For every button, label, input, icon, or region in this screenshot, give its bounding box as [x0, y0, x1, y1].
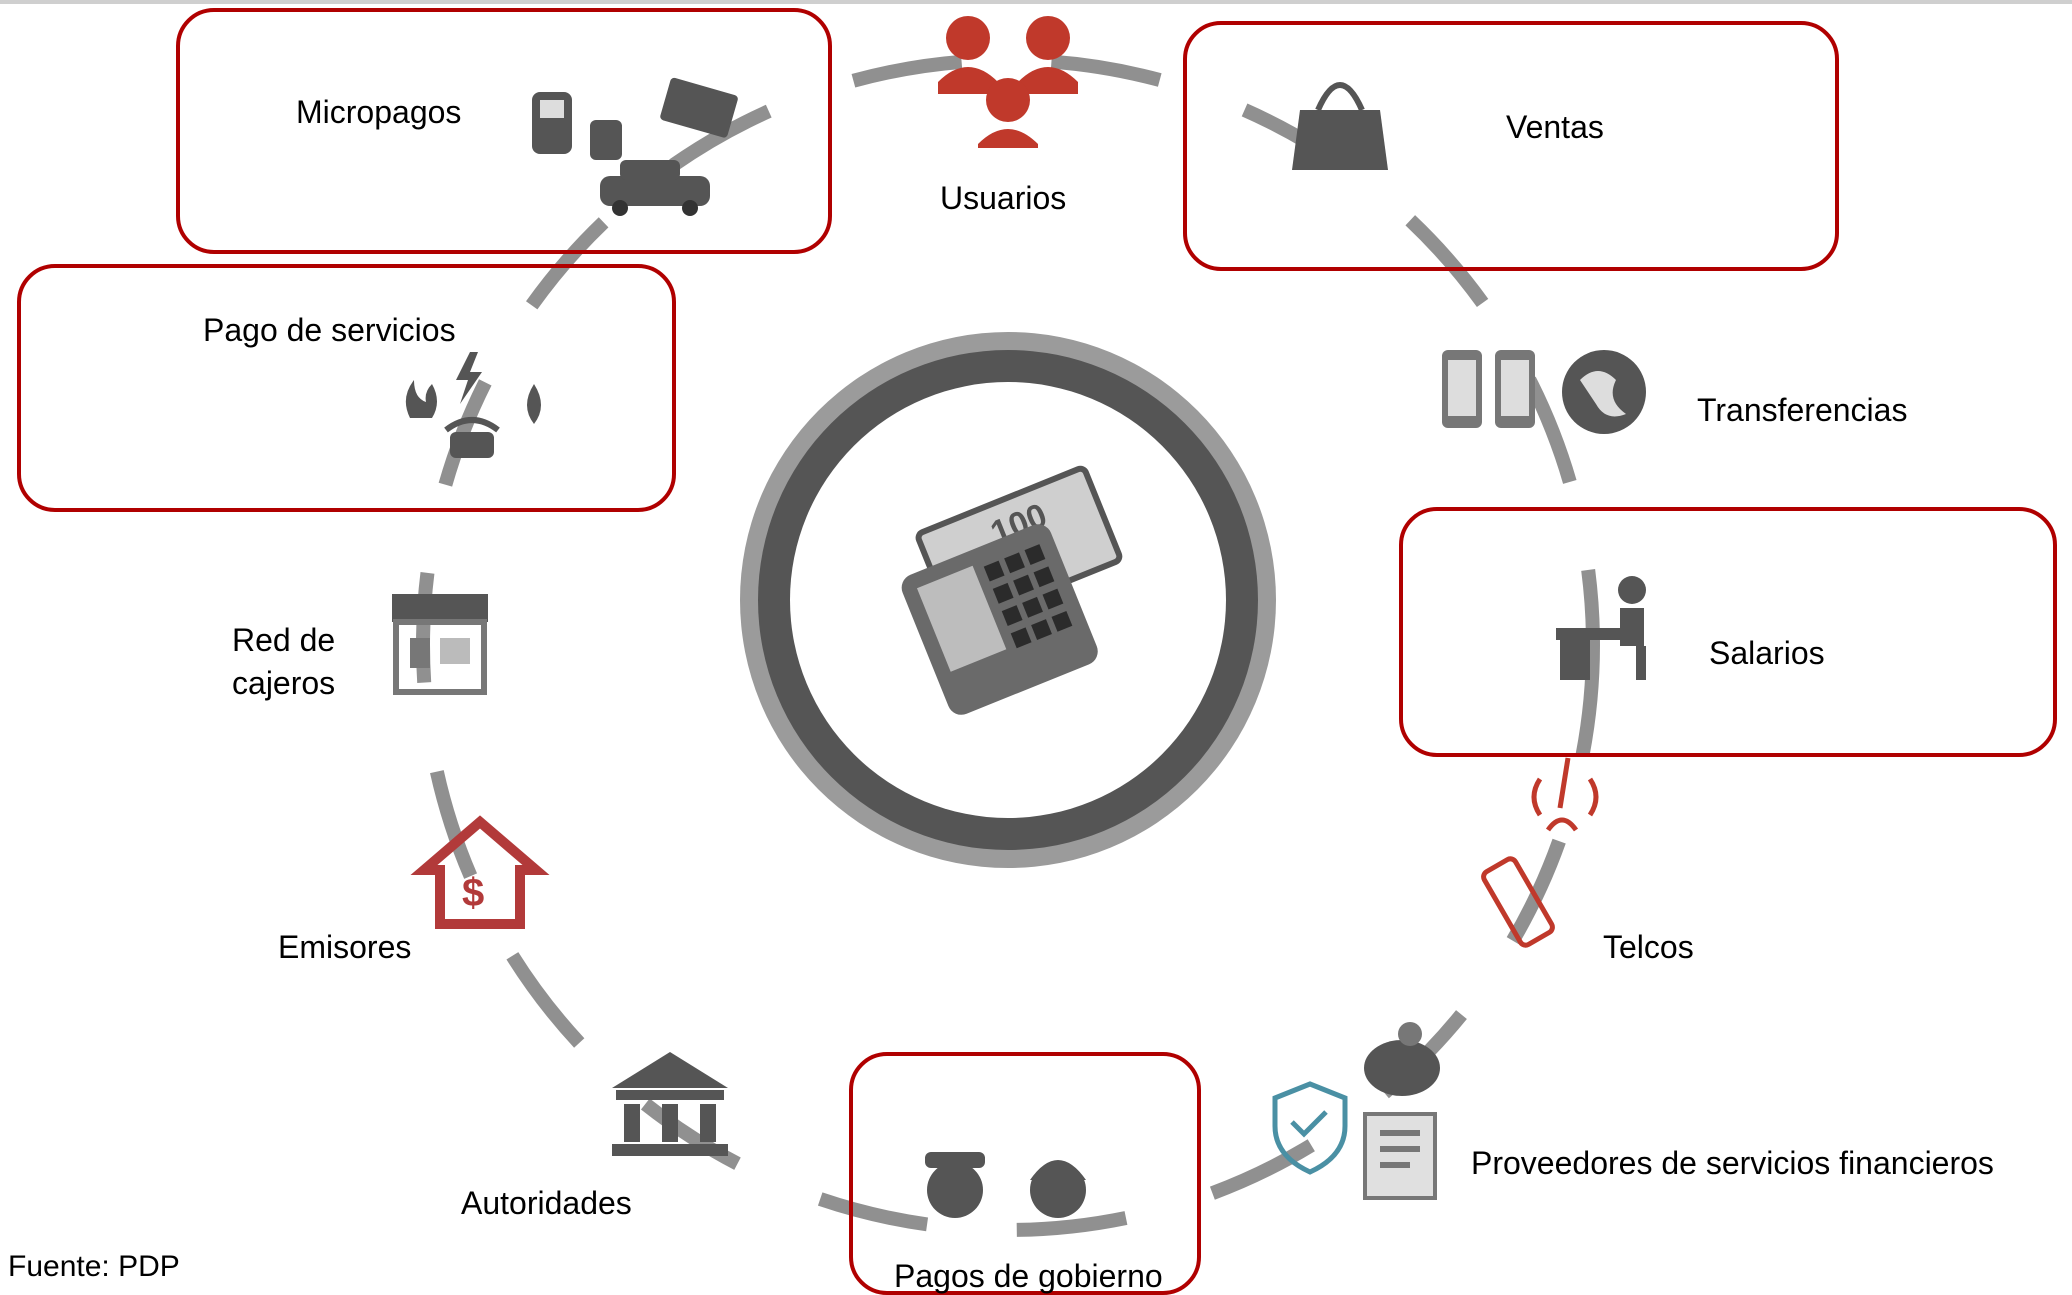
label-pagos-gobierno: Pagos de gobierno	[894, 1258, 1163, 1294]
dollar-house-icon: $	[410, 815, 550, 929]
svg-text:$: $	[462, 871, 484, 915]
label-telcos: Telcos	[1603, 929, 1694, 965]
mobile-wallet-icon: 100	[901, 465, 1123, 715]
label-pago-servicios: Pago de servicios	[203, 312, 456, 348]
top-border-line	[0, 0, 2072, 4]
label-usuarios: Usuarios	[940, 180, 1067, 216]
label-ventas: Ventas	[1506, 109, 1604, 145]
shopping-bag-icon	[1292, 82, 1388, 170]
label-transferencias: Transferencias	[1697, 392, 1908, 428]
transport-tickets-icon	[532, 77, 738, 216]
label-micropagos: Micropagos	[296, 94, 462, 130]
officers-icon	[925, 1152, 1086, 1218]
highlight-salarios	[1399, 507, 2057, 757]
users-icon	[938, 16, 1078, 148]
highlight-ventas	[1183, 21, 1839, 271]
source-note: Fuente: PDP	[8, 1250, 180, 1283]
bank-building-icon	[612, 1052, 728, 1156]
highlight-pagos-gobierno	[849, 1052, 1201, 1295]
highlight-micropagos	[176, 8, 832, 254]
label-red-cajeros: Red de cajeros	[232, 622, 336, 702]
worker-desk-icon	[1556, 576, 1646, 680]
label-autoridades: Autoridades	[461, 1185, 632, 1221]
label-salarios: Salarios	[1709, 635, 1825, 671]
label-proveedores: Proveedores de servicios financieros	[1471, 1145, 1994, 1181]
cell-tower-phone-icon	[1481, 757, 1599, 948]
storefront-icon	[392, 594, 488, 695]
highlight-pago-servicios	[17, 264, 676, 512]
utilities-icon	[405, 352, 541, 458]
shield-piggybank-loan-icon	[1272, 1022, 1440, 1200]
phones-globe-icon	[1442, 350, 1646, 434]
label-emisores: Emisores	[278, 929, 412, 965]
